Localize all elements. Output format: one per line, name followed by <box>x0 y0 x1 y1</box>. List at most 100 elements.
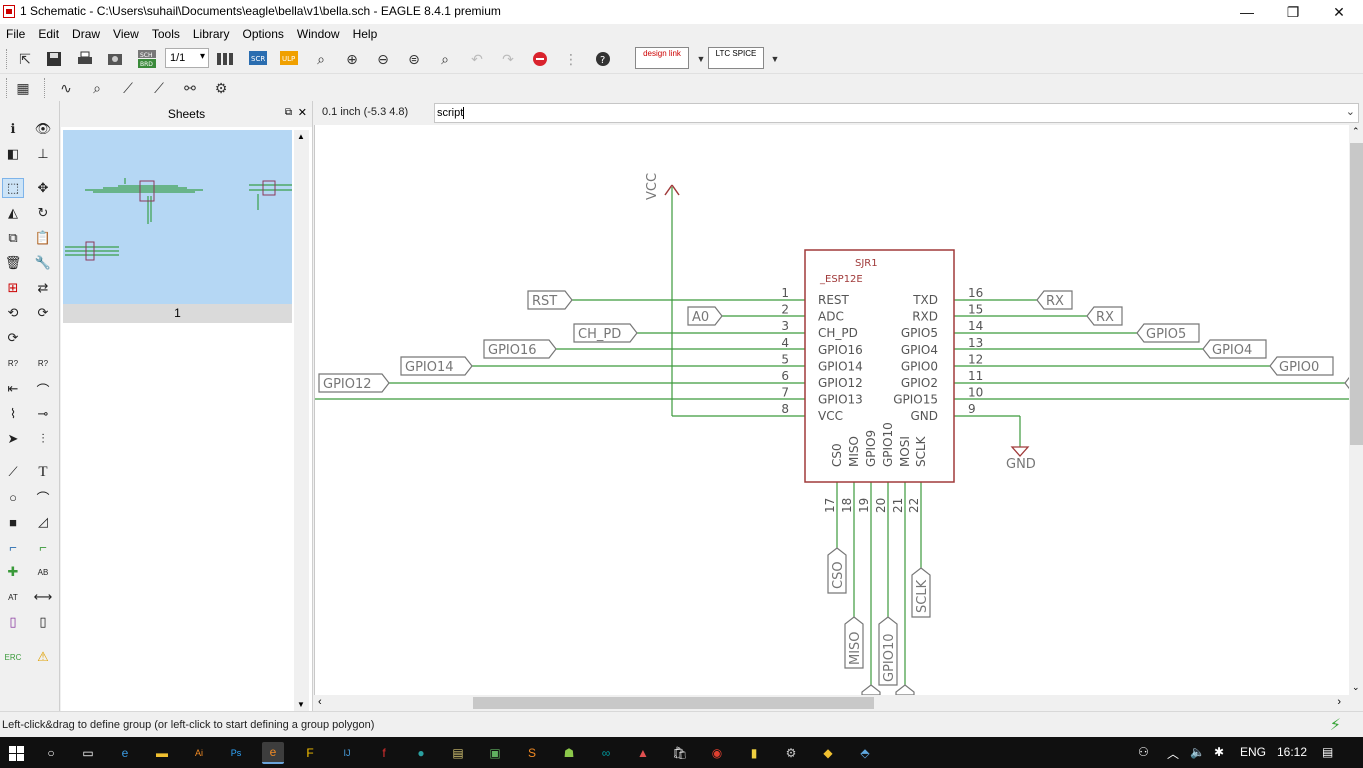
grid-icon[interactable]: ▦ <box>16 79 30 96</box>
bus-draw-icon[interactable]: ⌐ <box>9 539 17 555</box>
add-part-icon[interactable]: ⊞ <box>7 280 19 295</box>
arduino-icon[interactable]: ∞ <box>601 746 611 760</box>
cam-icon[interactable] <box>104 48 126 70</box>
print-icon[interactable] <box>74 48 96 70</box>
close-button[interactable]: ✕ <box>1333 3 1345 20</box>
tray-expand-icon[interactable]: ︿ <box>1167 747 1180 761</box>
net-icon[interactable]: ⌐ <box>39 539 47 555</box>
net-probe-icon[interactable]: ⚯ <box>184 79 196 96</box>
bus-icon[interactable]: ⫶ <box>41 431 45 446</box>
split-wire-icon[interactable]: ⌇ <box>9 406 17 421</box>
dimension-icon[interactable]: ⟷ <box>33 589 53 604</box>
optimize-icon[interactable]: ⊸ <box>37 406 49 421</box>
canvas-vscroll-thumb[interactable] <box>1350 143 1363 445</box>
save-icon[interactable] <box>43 48 65 70</box>
script-icon[interactable] <box>214 48 236 70</box>
sheet-select[interactable]: 1/1 <box>165 48 209 68</box>
move-icon[interactable]: ✥ <box>37 180 49 195</box>
split-icon[interactable]: ⟳ <box>7 330 19 345</box>
net-label-rx-2[interactable]: RX <box>1086 306 1123 326</box>
scroll-up-icon[interactable]: ▲ <box>297 132 305 141</box>
eagle-taskbar-icon[interactable]: e <box>262 742 284 764</box>
toolbar-grip-2[interactable] <box>6 78 9 98</box>
zoom-out-icon[interactable]: ⊖ <box>377 50 389 67</box>
menu-library[interactable]: Library <box>192 27 230 41</box>
vcc-supply-symbol[interactable]: VCC <box>645 173 680 200</box>
net-label-gpio10[interactable]: GPIO10 <box>878 616 898 686</box>
stop-icon[interactable] <box>529 48 551 70</box>
net-label-rst[interactable]: RST <box>527 290 573 310</box>
go-icon[interactable]: ⋮ <box>564 50 578 67</box>
zoom-select-icon[interactable]: ⌕ <box>441 50 449 67</box>
menu-help[interactable]: Help <box>352 27 378 41</box>
app-diamond-icon[interactable]: ◆ <box>823 746 833 760</box>
gnd-supply-symbol[interactable]: GND <box>1006 446 1036 472</box>
esp12e-symbol[interactable] <box>804 249 955 483</box>
edge-icon[interactable]: e <box>121 746 129 760</box>
zoom-in-icon[interactable]: ⊕ <box>346 50 358 67</box>
close-panel-icon[interactable]: ✕ <box>297 107 307 119</box>
app-settings-icon[interactable]: ⚙ <box>785 746 797 760</box>
net-label-gpio16[interactable]: GPIO16 <box>483 339 557 359</box>
sheets-scrollbar[interactable]: ▲ ▼ <box>294 130 309 711</box>
app-tools-icon[interactable]: ▤ <box>452 746 464 760</box>
sublime-icon[interactable]: S <box>527 746 536 760</box>
file-explorer-icon[interactable]: ▬ <box>156 746 168 760</box>
zoom-fit-icon[interactable]: ⌕ <box>317 50 325 67</box>
erc-icon[interactable]: ERC <box>4 652 22 662</box>
undo-icon[interactable]: ↶ <box>471 50 483 67</box>
language-indicator[interactable]: ENG <box>1240 745 1267 759</box>
ltc-dropdown-icon[interactable]: ▼ <box>770 54 780 64</box>
clock[interactable]: 16:12 <box>1277 745 1308 759</box>
illustrator-icon[interactable]: Ai <box>194 748 203 758</box>
errors-warning-icon[interactable]: ⚠ <box>37 649 49 664</box>
chrome-icon[interactable]: ◉ <box>711 746 723 760</box>
miter-icon[interactable]: ⌒ <box>36 382 50 398</box>
probe-icon[interactable]: ⟋ <box>123 79 133 96</box>
photoshop-icon[interactable]: Ps <box>230 748 242 758</box>
windows-start-icon[interactable] <box>5 742 27 764</box>
cortana-search-icon[interactable]: ○ <box>47 746 55 760</box>
delete-icon[interactable]: 🗑 <box>4 255 22 270</box>
restore-button[interactable]: ❐ <box>1286 3 1300 20</box>
arc-icon[interactable]: ⌒ <box>36 490 50 506</box>
ltc-spice-button[interactable]: LTC SPICE <box>708 47 764 69</box>
pinswap-icon[interactable]: ⟳ <box>37 305 49 320</box>
android-icon[interactable]: ☗ <box>563 746 575 760</box>
canvas-hscroll-thumb[interactable] <box>473 697 874 709</box>
redo-icon[interactable]: ↷ <box>502 50 514 67</box>
settings-gear-icon[interactable]: ⚙ <box>214 79 228 96</box>
eye-icon[interactable]: 👁 <box>34 121 52 136</box>
notes-icon[interactable]: ▮ <box>750 746 758 760</box>
circle-icon[interactable]: ○ <box>9 489 17 505</box>
app-blue-icon[interactable]: ⬘ <box>860 746 870 760</box>
notifications-icon[interactable]: ▤ <box>1322 745 1334 759</box>
menu-file[interactable]: File <box>6 27 26 41</box>
mark-icon[interactable]: ⊥ <box>37 146 49 161</box>
menu-window[interactable]: Window <box>296 27 340 41</box>
invoke-icon[interactable]: ➤ <box>7 431 19 446</box>
canvas-scroll-right-icon[interactable]: › <box>1337 696 1341 708</box>
net-label-gpio4[interactable]: GPIO4 <box>1202 339 1267 359</box>
scroll-down-icon[interactable]: ▼ <box>297 700 305 709</box>
app-teal-icon[interactable]: ● <box>417 746 425 760</box>
gateswap-icon[interactable]: ⟲ <box>7 305 19 320</box>
command-line-input[interactable]: script ⌄ <box>434 103 1359 123</box>
help-icon[interactable]: ? <box>592 48 614 70</box>
task-view-icon[interactable]: ▭ <box>82 746 94 760</box>
menu-tools[interactable]: Tools <box>151 27 180 41</box>
canvas-scroll-down-icon[interactable]: ⌄ <box>1352 682 1360 692</box>
canvas-scroll-left-icon[interactable]: ‹ <box>318 696 322 708</box>
module-icon[interactable]: ▯ <box>39 614 47 629</box>
simulate-icon[interactable]: ∿ <box>60 79 72 96</box>
volume-icon[interactable]: 🔈 <box>1190 745 1205 759</box>
net-label-gpio12[interactable]: GPIO12 <box>318 373 390 393</box>
polygon-icon[interactable]: ◿ <box>38 514 48 529</box>
net-label-partial-bottom-1[interactable] <box>861 684 881 695</box>
net-label-sclk[interactable]: SCLK <box>911 567 931 618</box>
sheet-number[interactable]: 1 <box>63 304 292 323</box>
app-red-icon[interactable]: ▲ <box>637 746 649 760</box>
probe-voltage-icon[interactable]: ⟋ <box>154 79 164 96</box>
